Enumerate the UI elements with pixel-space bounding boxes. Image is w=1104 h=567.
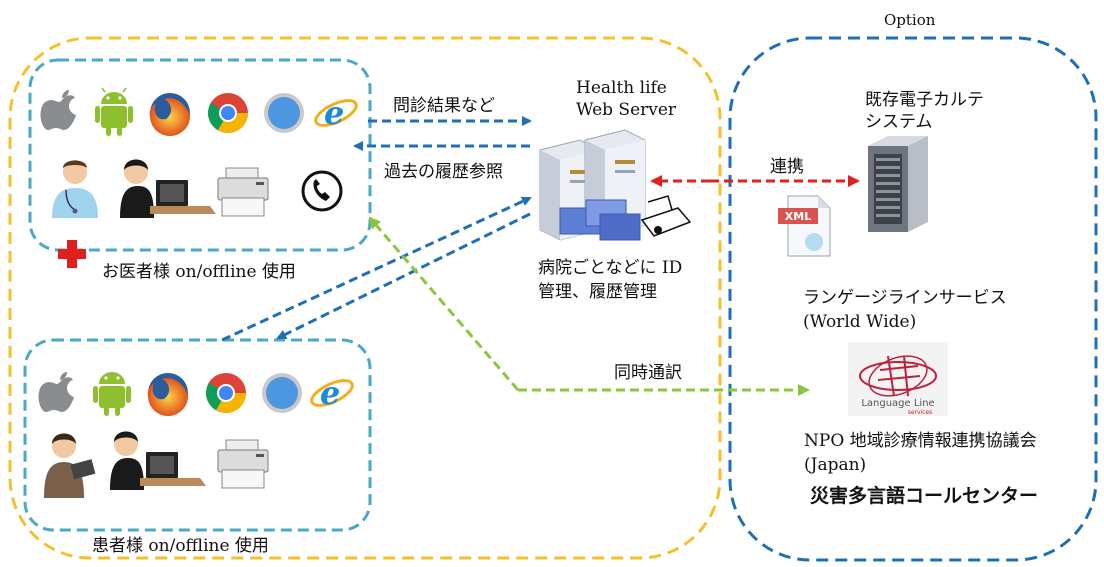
emr-label-line2: システム (865, 112, 933, 132)
patient-os-icons: e (38, 372, 354, 417)
call-center-label: 災害多言語コールセンター (810, 485, 1039, 507)
patient-group-box (23, 338, 372, 532)
server-subtitle: Web Server (576, 100, 677, 120)
interpret-arrow-diagonal (368, 216, 520, 391)
xml-label: XML (785, 210, 811, 223)
safari-icon (264, 93, 304, 133)
firefox-icon (149, 93, 191, 137)
fax-icon (640, 195, 692, 237)
language-service-line1: ランゲージラインサービス (803, 288, 1007, 308)
server-caption-line2: 管理、履歴管理 (538, 282, 657, 302)
xml-file-icon: XML (778, 195, 831, 257)
phone-icon (301, 170, 343, 212)
language-service-line2: (World Wide) (803, 312, 917, 332)
person-laptop-icon (110, 431, 206, 490)
svg-text:e: e (324, 94, 344, 132)
safari-icon (262, 373, 302, 413)
server-caption-line1: 病院ごとなどに ID (538, 258, 683, 278)
link-arrow-label: 連携 (770, 157, 804, 177)
doctor-group-label: お医者様 on/offline 使用 (102, 262, 296, 282)
printer-icon (217, 439, 269, 489)
server-title: Health life (576, 78, 667, 98)
results-arrow-label: 問診結果など (393, 96, 495, 116)
interpret-arrow-label: 同時通訳 (614, 363, 682, 383)
emr-label-line1: 既存電子カルテ (865, 90, 984, 110)
android-icon (95, 87, 133, 136)
apple-icon (40, 90, 76, 130)
npo-line1: NPO 地域診療情報連携協議会 (804, 431, 1037, 451)
apple-icon (38, 372, 74, 412)
folder-icons (559, 199, 641, 241)
printer-icon (217, 167, 269, 217)
option-boundary (728, 36, 1098, 562)
option-label: Option (884, 11, 936, 29)
language-logo-sub: services (908, 409, 933, 416)
language-line-logo: Language Line services (848, 342, 948, 416)
tablet-user-icon (44, 433, 96, 498)
doctor-group-box (28, 58, 372, 252)
npo-line2: (Japan) (804, 455, 867, 475)
android-icon (93, 372, 131, 416)
doctor-icon (52, 160, 98, 218)
chrome-icon (206, 373, 246, 413)
red-cross-icon (58, 240, 86, 268)
ie-icon: e (314, 94, 358, 132)
firefox-icon (147, 373, 189, 417)
patient-group-label: 患者様 on/offline 使用 (92, 536, 269, 556)
patient-download-arrow (276, 212, 531, 340)
svg-text:e: e (320, 374, 340, 412)
main-system-boundary (8, 36, 722, 560)
tower-server-icon (868, 136, 928, 232)
patient-upload-arrow (221, 196, 532, 342)
ie-icon: e (310, 374, 354, 412)
person-laptop-icon (120, 159, 216, 218)
chrome-icon (208, 93, 248, 133)
language-logo-name: Language Line (861, 398, 934, 409)
doctor-os-icons: e (40, 87, 358, 137)
history-arrow-label: 過去の履歴参照 (384, 162, 503, 182)
